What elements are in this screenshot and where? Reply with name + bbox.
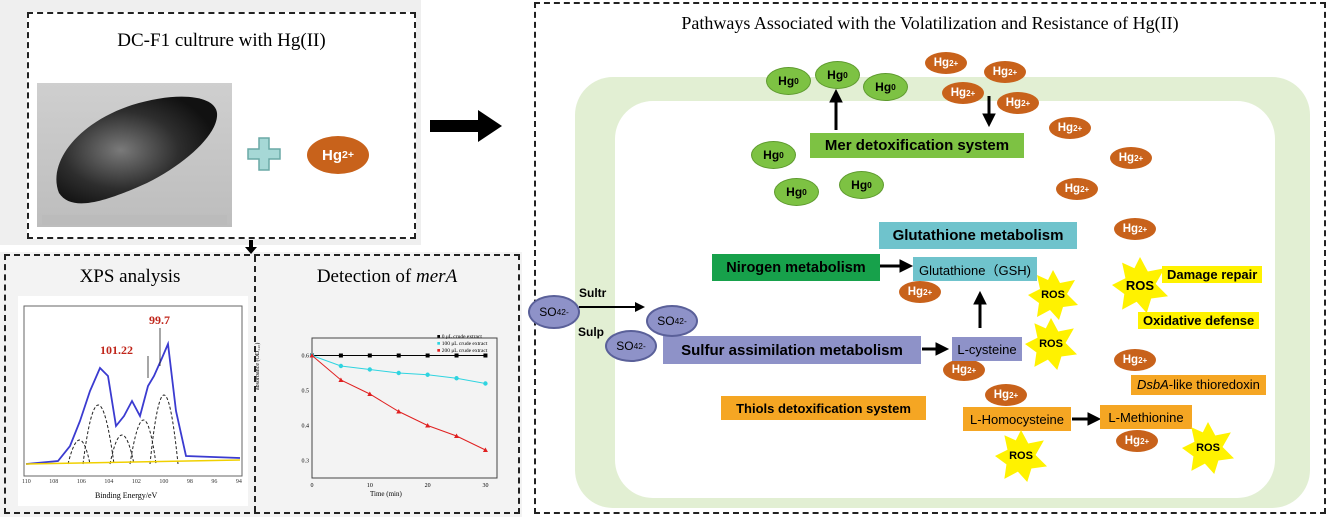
y-tick-label: 0.6 bbox=[302, 354, 310, 360]
data-point bbox=[367, 367, 373, 372]
sulfur-assimilation-box: Sulfur assimilation metabolism bbox=[663, 336, 921, 364]
ros-star-icon: ROS bbox=[1110, 257, 1170, 313]
data-point bbox=[396, 409, 402, 414]
plus-icon bbox=[247, 137, 281, 171]
data-point bbox=[425, 372, 430, 377]
ros-star-icon: ROS bbox=[994, 430, 1048, 482]
right-arrow-icon bbox=[430, 110, 502, 147]
cell-inner bbox=[615, 101, 1275, 498]
oxidative-defense-label: Oxidative defense bbox=[1138, 312, 1260, 329]
nitrogen-metabolism-box: Nirogen metabolism bbox=[712, 254, 880, 281]
data-point bbox=[338, 353, 343, 358]
data-point bbox=[454, 433, 460, 438]
x-tick-label: 20 bbox=[425, 483, 431, 489]
y-tick-label: 0.5 bbox=[302, 389, 310, 395]
data-point bbox=[425, 353, 430, 358]
pathway-arrows bbox=[829, 88, 1102, 426]
pathways-panel bbox=[534, 2, 1326, 514]
data-point bbox=[454, 353, 459, 358]
data-point bbox=[396, 370, 401, 376]
glutathione-metabolism-box: Glutathione metabolism bbox=[879, 222, 1077, 249]
bottom-left-panel bbox=[4, 254, 520, 514]
series-line bbox=[311, 355, 486, 384]
data-point bbox=[425, 423, 431, 428]
panel-divider bbox=[254, 256, 256, 512]
ros-star-icon: ROS bbox=[1182, 422, 1234, 474]
xps-xlabel: Binding Energy/eV bbox=[95, 491, 158, 500]
l-methionine-box: L-Methionine bbox=[1100, 405, 1192, 429]
mera-legend: ■ 0 μL crude extract ■ 100 μL crude extr… bbox=[437, 334, 487, 355]
data-point bbox=[483, 381, 488, 386]
xps-peak-label-1: 101.22 bbox=[100, 343, 133, 357]
l-homocysteine-box: L-Homocysteine bbox=[963, 407, 1071, 431]
data-point bbox=[367, 391, 373, 396]
sultr-label: Sultr bbox=[579, 286, 607, 300]
mera-plot: 0 10 20 30 0.3 0.4 0.5 0.6 bbox=[290, 330, 515, 495]
data-point bbox=[482, 447, 488, 452]
series-line bbox=[311, 355, 486, 451]
mera-xlabel: Time (min) bbox=[370, 490, 402, 498]
legend-entry-0: ■ 0 μL crude extract bbox=[437, 334, 482, 340]
ros-star-icon: ROS bbox=[1028, 270, 1078, 320]
damage-repair-label: Damage repair bbox=[1162, 266, 1263, 283]
data-point bbox=[338, 363, 344, 369]
sultr-arrow-icon bbox=[579, 302, 645, 312]
x-tick-label: 30 bbox=[482, 483, 488, 489]
data-point bbox=[396, 353, 401, 358]
data-point bbox=[483, 353, 488, 358]
ros-star-icon: ROS bbox=[1025, 318, 1077, 370]
xps-plot bbox=[18, 296, 248, 506]
y-tick-label: 0.4 bbox=[302, 424, 310, 430]
mera-ylabel: absorbance (OD₃₄₀) bbox=[255, 342, 261, 390]
gsh-box: Glutathione（GSH) bbox=[913, 257, 1037, 281]
legend-entry-2: ■ 200 μL crude extract bbox=[437, 348, 488, 354]
data-point bbox=[454, 376, 459, 381]
x-tick-label: 10 bbox=[367, 483, 373, 489]
legend-entry-1: ■ 100 μL crude extract bbox=[437, 341, 488, 347]
y-tick-label: 0.3 bbox=[302, 459, 310, 465]
mer-detoxification-box: Mer detoxification system bbox=[810, 133, 1024, 158]
data-point bbox=[367, 353, 372, 358]
l-cysteine-box: L-cysteine bbox=[952, 337, 1022, 361]
xps-peak-label-2: 99.7 bbox=[149, 313, 170, 327]
x-tick-label: 0 bbox=[311, 483, 314, 489]
data-point bbox=[309, 353, 315, 358]
thiols-detoxification-box: Thiols detoxification system bbox=[721, 396, 926, 420]
sulp-label: Sulp bbox=[578, 325, 604, 339]
xps-title: XPS analysis bbox=[79, 266, 181, 287]
data-point bbox=[338, 377, 344, 382]
culture-title: DC-F1 cultrure with Hg(II) bbox=[117, 30, 326, 51]
bacterium-tem-image bbox=[37, 83, 232, 227]
pathways-title: Pathways Associated with the Volatilizat… bbox=[681, 13, 1179, 33]
dsba-thioredoxin-label: DsbA-like thioredoxin bbox=[1131, 375, 1266, 395]
down-arrow-icon bbox=[245, 240, 257, 259]
mera-title: Detection of merA bbox=[316, 266, 458, 287]
